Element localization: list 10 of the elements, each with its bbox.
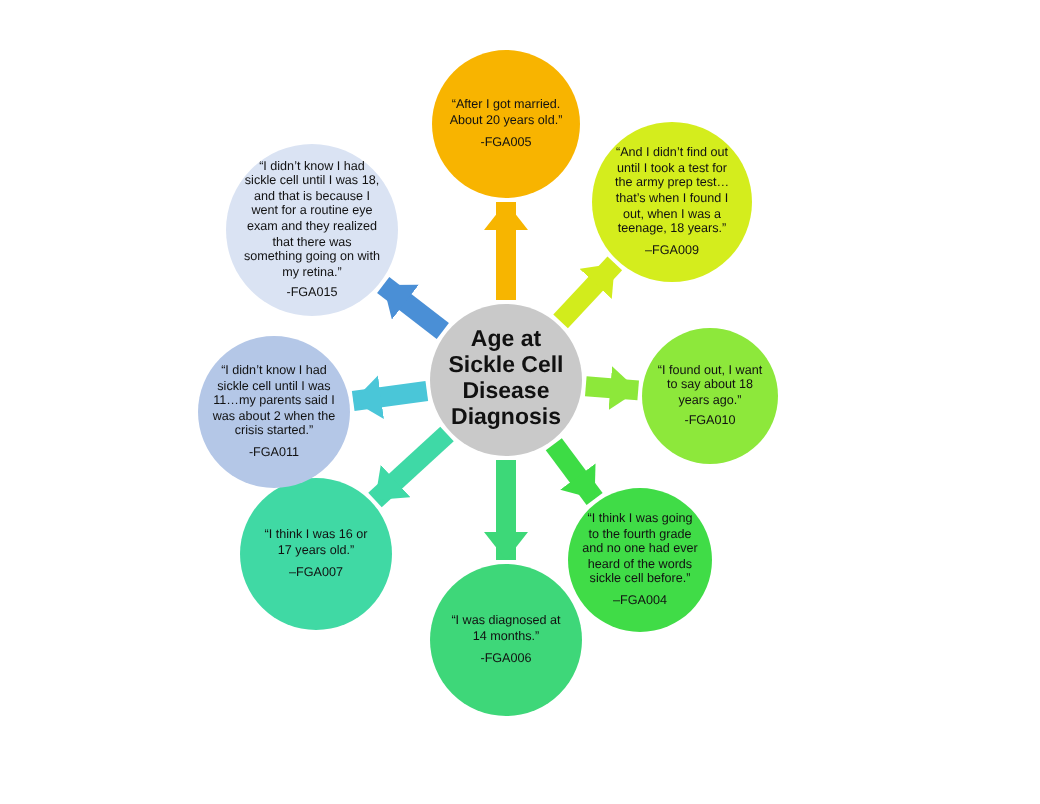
block-arrow [545,438,603,505]
topic-title: Age at Sickle Cell Disease Diagnosis [446,327,566,433]
block-arrow [368,426,454,508]
block-arrow [484,460,528,560]
topic-circle [430,304,582,456]
block-arrow [484,202,528,300]
block-arrow [585,366,639,411]
block-arrow [377,277,449,339]
block-arrow [553,256,623,329]
block-arrow [351,375,429,420]
